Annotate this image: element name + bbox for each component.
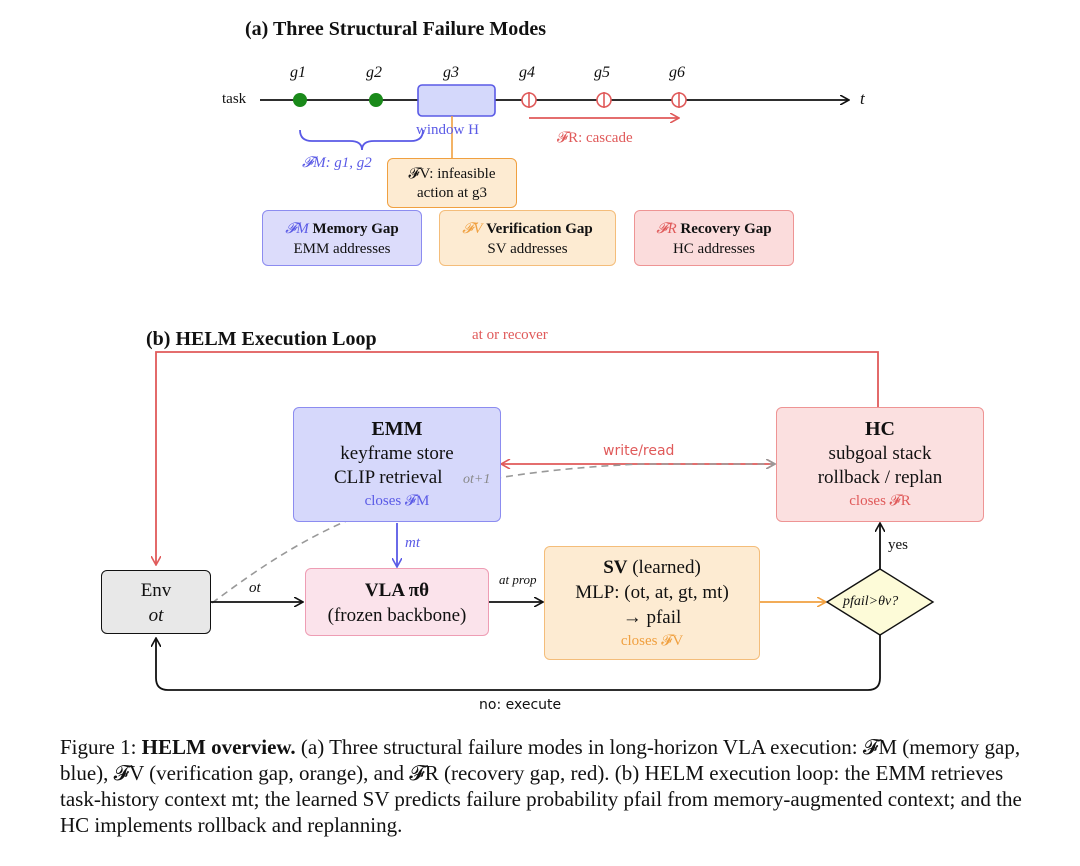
hc-line1: subgoal stack <box>828 443 932 464</box>
prop-action-label: at prop <box>499 572 537 587</box>
verification-gap-sub: SV addresses <box>487 241 568 257</box>
timeline-axis-label: task <box>222 91 247 107</box>
emm-line1: keyframe store <box>340 443 454 464</box>
caption-prefix: Figure 1: <box>60 735 142 759</box>
verification-gap-box: 𝓕V Verification Gap SV addresses <box>439 210 616 266</box>
recovery-gap-symbol: 𝓕R <box>656 221 677 237</box>
goal-label-g4: g4 <box>519 64 535 81</box>
vla-title: VLA πθ <box>364 580 430 601</box>
mt-label: mt <box>405 535 420 551</box>
yes-label: yes <box>888 537 908 553</box>
hc-box: HC subgoal stack rollback / replan close… <box>776 407 984 522</box>
sv-title-suffix: (learned) <box>632 557 701 578</box>
part-a-title: (a) Three Structural Failure Modes <box>245 18 547 40</box>
fv-callout-line2: action at g3 <box>417 185 487 201</box>
fm-brace <box>299 129 424 151</box>
verification-gap-symbol: 𝓕V <box>462 221 483 237</box>
sv-title: SV <box>603 557 628 578</box>
emm-closes: closes 𝓕M <box>364 493 430 509</box>
caption-text: (a) Three structural failure modes in lo… <box>60 735 1022 837</box>
no-execute-label: no: execute <box>479 697 562 713</box>
env-observation: ot <box>148 605 164 626</box>
hc-line2: rollback / replan <box>817 467 943 488</box>
hc-title: HC <box>865 418 895 440</box>
decision-label: pfail>θv? <box>843 594 899 609</box>
part-b-title: (b) HELM Execution Loop <box>146 328 377 350</box>
goal-label-g5: g5 <box>594 64 610 81</box>
hc-closes: closes 𝓕R <box>849 493 911 509</box>
no-execute-arrow <box>156 635 881 691</box>
emm-line2: CLIP retrieval <box>334 467 443 488</box>
fv-callout-box: 𝓕V: infeasible action at g3 <box>387 158 517 208</box>
sv-mlp-line: MLP: (ot, at, gt, mt) <box>575 582 729 603</box>
goal-label-g3: g3 <box>443 64 459 81</box>
goal-marker-g5 <box>596 92 612 108</box>
vla-box: VLA πθ (frozen backbone) <box>305 568 489 636</box>
vla-subtitle: (frozen backbone) <box>327 605 467 626</box>
emm-title: EMM <box>371 418 423 440</box>
memory-gap-box: 𝓕M Memory Gap EMM addresses <box>262 210 422 266</box>
goal-marker-g6 <box>671 92 687 108</box>
time-symbol: t <box>860 89 865 108</box>
ot-label: ot <box>249 580 261 596</box>
goal-label-g6: g6 <box>669 64 685 81</box>
window-h-box <box>417 84 496 117</box>
fr-cascade-label: 𝓕R: cascade <box>557 130 633 146</box>
sv-closes: closes 𝓕V <box>620 633 684 649</box>
memory-gap-name: Memory Gap <box>312 221 399 237</box>
figure-caption: Figure 1: HELM overview. (a) Three struc… <box>60 734 1040 838</box>
sv-pfail-line: → pfail <box>622 607 682 628</box>
top-arrow-label: at or recover <box>472 327 548 343</box>
fm-label: 𝓕M: g1, g2 <box>302 155 372 171</box>
write-read-label: write/read <box>603 443 675 459</box>
recovery-gap-sub: HC addresses <box>672 241 756 257</box>
env-box: Env ot <box>101 570 211 634</box>
window-h-label: window H <box>416 122 479 138</box>
recovery-gap-name: Recovery Gap <box>680 221 772 237</box>
recovery-gap-box: 𝓕R Recovery Gap HC addresses <box>634 210 794 266</box>
env-title: Env <box>140 580 172 601</box>
caption-bold: HELM overview. <box>141 735 296 759</box>
emm-box: EMM keyframe store CLIP retrieval closes… <box>293 407 501 522</box>
fv-callout-line1: 𝓕V: infeasible <box>408 166 496 182</box>
verification-gap-name: Verification Gap <box>486 221 593 237</box>
goal-marker-g2 <box>369 93 383 107</box>
memory-gap-symbol: 𝓕M <box>285 221 309 237</box>
memory-gap-sub: EMM addresses <box>293 241 391 257</box>
sv-box: SV (learned) MLP: (ot, at, gt, mt) → pfa… <box>544 546 760 660</box>
goal-label-g2: g2 <box>366 64 382 81</box>
recover-loop-arrow <box>156 351 879 564</box>
o-next-label: ot+1 <box>463 472 491 487</box>
goal-marker-g4 <box>521 92 537 108</box>
goal-marker-g1 <box>293 93 307 107</box>
goal-label-g1: g1 <box>290 64 306 81</box>
